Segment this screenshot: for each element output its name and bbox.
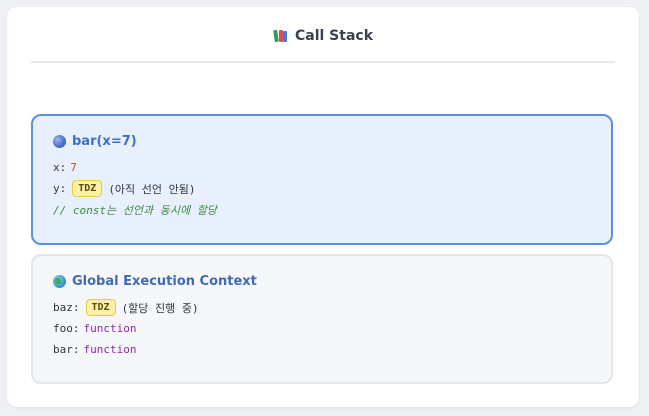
panel-title: Call Stack — [273, 28, 373, 44]
globe-icon — [53, 275, 66, 288]
variable-row-x: x: 7 — [53, 157, 611, 178]
variable-row-baz: baz: TDZ (할당 진행 중) — [53, 297, 611, 318]
variable-note: (할당 진행 중) — [121, 301, 199, 315]
variable-name: x: — [53, 161, 67, 174]
panel-header: Call Stack — [31, 7, 615, 63]
frame-title: bar(x=7) — [53, 134, 611, 149]
variable-value: function — [83, 322, 137, 335]
books-icon — [273, 29, 289, 43]
stack-frame-global[interactable]: Global Execution Context baz: TDZ (할당 진행… — [31, 254, 613, 384]
tdz-badge: TDZ — [72, 180, 103, 197]
variable-name: bar: — [53, 343, 80, 356]
tdz-badge: TDZ — [85, 299, 116, 316]
variable-name: y: — [53, 182, 67, 195]
ball-icon — [53, 135, 66, 148]
stack-frame-bar[interactable]: bar(x=7) x: 7 y: TDZ (아직 선언 안됨) // const… — [31, 114, 613, 245]
variable-row-bar: bar: function — [53, 339, 611, 360]
code-comment: // const는 선언과 동시에 할당 — [53, 203, 217, 217]
panel-title-text: Call Stack — [294, 28, 374, 44]
variable-name: baz: — [53, 301, 80, 314]
variable-row-y: y: TDZ (아직 선언 안됨) — [53, 178, 611, 199]
variable-value: 7 — [70, 161, 77, 174]
frame-title-text: bar(x=7) — [72, 134, 137, 149]
variable-note: (아직 선언 안됨) — [108, 182, 196, 196]
variable-row-foo: foo: function — [53, 318, 611, 339]
frame-title-text: Global Execution Context — [72, 274, 257, 289]
frame-title: Global Execution Context — [53, 274, 611, 289]
variable-value: function — [83, 343, 137, 356]
variable-name: foo: — [53, 322, 80, 335]
call-stack-panel: Call Stack bar(x=7) x: 7 y: TDZ (아직 선언 안… — [7, 7, 639, 407]
